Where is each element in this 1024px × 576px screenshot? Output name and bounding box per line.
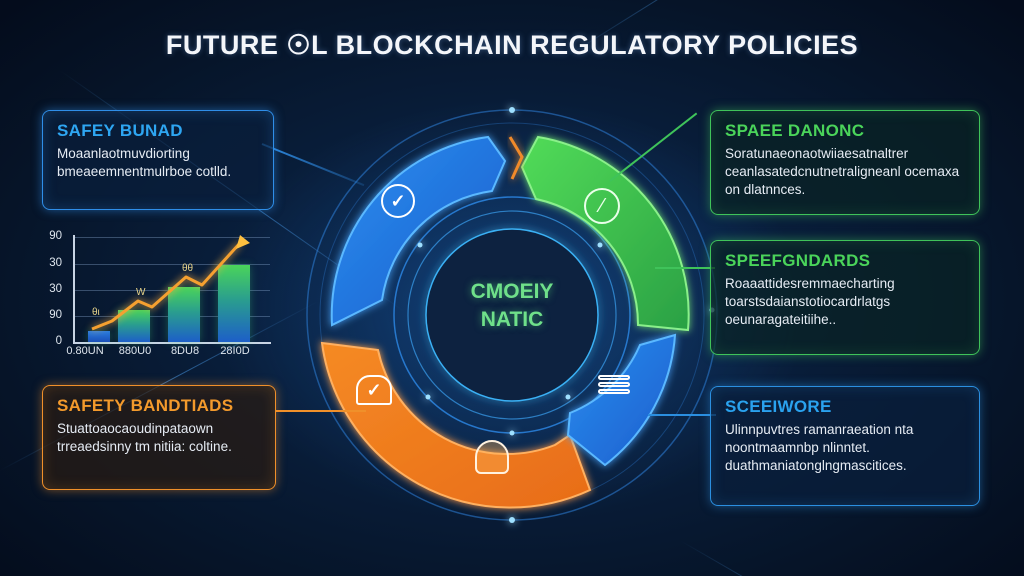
y-tick: 90: [49, 230, 62, 242]
y-tick: 30: [49, 257, 62, 269]
chevron-icon: [508, 136, 524, 180]
x-axis: [73, 342, 271, 344]
y-tick: 0: [55, 335, 62, 347]
panel-heading: SAFETY BANDTIADS: [57, 396, 234, 415]
panel-body: Stuattoaocaoudinpataown trreaedsinny tm …: [57, 421, 232, 454]
data-label: θι: [92, 307, 100, 318]
panel-body: Moaanlaotmuvdiorting bmeaeemnentmulrboe …: [57, 146, 232, 179]
panel-heading: SPEEFGNDARDS: [725, 251, 871, 270]
info-panel-safety-bandtiads: SAFETY BANDTIADS Stuattoaocaoudinpataown…: [42, 385, 276, 490]
center-label-line2: NATIC: [480, 308, 544, 331]
data-label: W: [136, 287, 146, 298]
check-badge-icon: ✓: [356, 375, 392, 405]
bar: [168, 287, 200, 342]
segment-green-right: [520, 135, 690, 332]
panel-heading: SPAEE DANONC: [725, 121, 865, 140]
bar: [118, 310, 150, 342]
gridline: [74, 264, 270, 265]
y-axis: [73, 235, 75, 343]
stack-icon: [598, 375, 630, 399]
check-circle-icon: ✓: [381, 184, 415, 218]
segment-blue-top: [330, 135, 507, 327]
info-panel-sceeiwore: SCEEIWORE Ulinnpuvtres ramanraeation nta…: [710, 386, 980, 506]
y-tick: 90: [49, 309, 62, 321]
info-panel-speefgndards: SPEEFGNDARDS Roaaattidesremmaecharting t…: [710, 240, 980, 355]
trend-arrow: [91, 235, 250, 331]
data-label: θθ: [182, 263, 194, 274]
x-tick: 0.80UN: [66, 345, 104, 357]
emblem-icon: [475, 440, 509, 474]
bar: [88, 331, 110, 342]
info-panel-spaee-danonc: SPAEE DANONC Soratunaeonaotwiiaesatnaltr…: [710, 110, 980, 215]
info-panel-safety-bunad: SAFEY BUNAD Moaanlaotmuvdiorting bmeaeem…: [42, 110, 274, 210]
page-title: FUTURE ☉L BLOCKCHAIN REGULATORY POLICIES: [165, 30, 859, 60]
panel-heading: SAFEY BUNAD: [57, 121, 183, 140]
panel-body: Roaaattidesremmaecharting toarstsdaianst…: [725, 276, 895, 327]
center-label-line1: CMOEIY: [470, 280, 554, 303]
panel-body: Soratunaeonaotwiiaesatnaltrer ceanlasate…: [725, 146, 960, 197]
connector-line: [276, 410, 366, 412]
gridline: [74, 237, 270, 238]
x-tick: 8DU8: [170, 345, 200, 357]
panel-body: Ulinnpuvtres ramanraeation nta noontmaam…: [725, 422, 914, 473]
panel-heading: SCEEIWORE: [725, 397, 832, 416]
y-tick: 30: [49, 283, 62, 295]
light-streak: [679, 540, 975, 576]
bar: [218, 265, 250, 342]
growth-bar-chart: 90 30 30 90 0 θι W θθ 0.80UN 880U0 8DU8 …: [40, 225, 280, 365]
x-tick: 28I0D: [220, 345, 250, 357]
center-label: CMOEIY NATIC: [430, 278, 594, 334]
x-tick: 880U0: [118, 345, 152, 357]
slash-circle-icon: ⁄: [584, 188, 620, 224]
connector-line: [655, 267, 715, 269]
connector-line: [648, 414, 716, 416]
